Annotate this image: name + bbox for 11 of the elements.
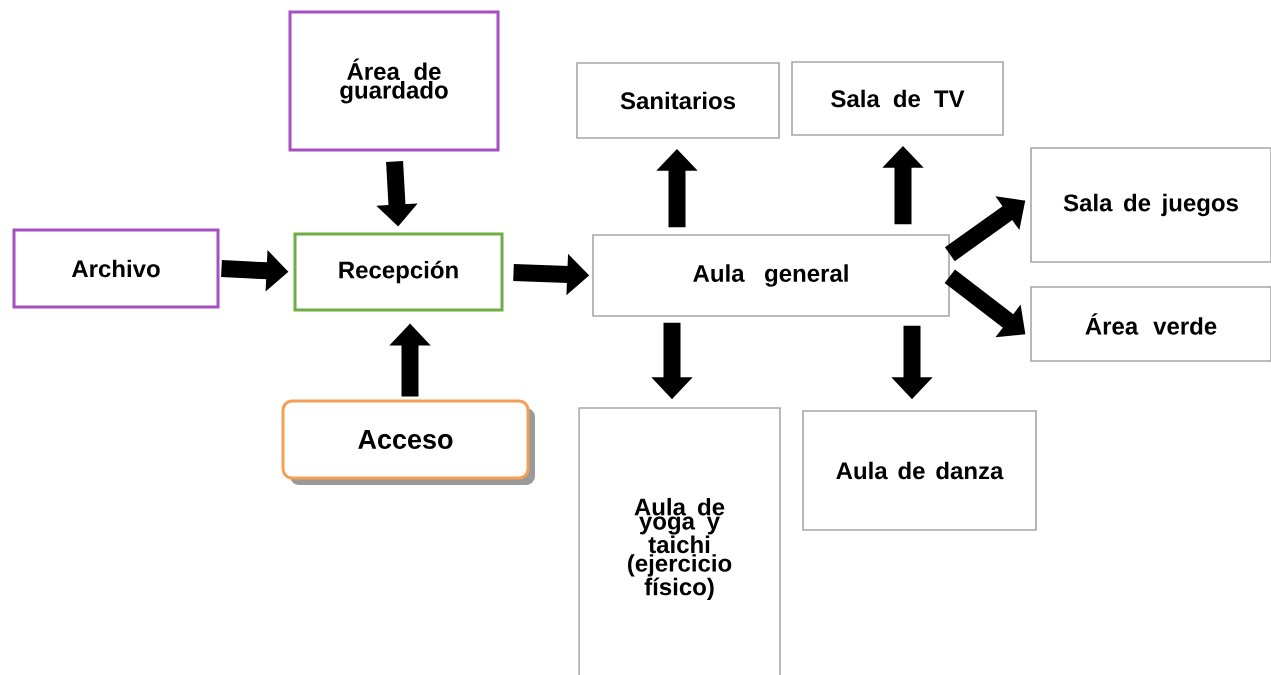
room-box: Área verde	[1030, 286, 1271, 362]
room-box: Archivo	[12, 228, 220, 309]
entrance-box: Acceso	[281, 399, 535, 485]
room-box: Área de guardado	[288, 10, 500, 152]
room-box: Sala de TV	[791, 61, 1004, 136]
room-box: Aula de danza	[802, 410, 1037, 531]
room-box: Aula de yoga y taichi (ejercicio físico)	[578, 407, 781, 675]
room-box: Sala de juegos	[1030, 147, 1271, 263]
room-box: Recepción	[293, 232, 504, 312]
room-box: Sanitarios	[576, 62, 780, 139]
room-box: Aula general	[592, 234, 950, 317]
